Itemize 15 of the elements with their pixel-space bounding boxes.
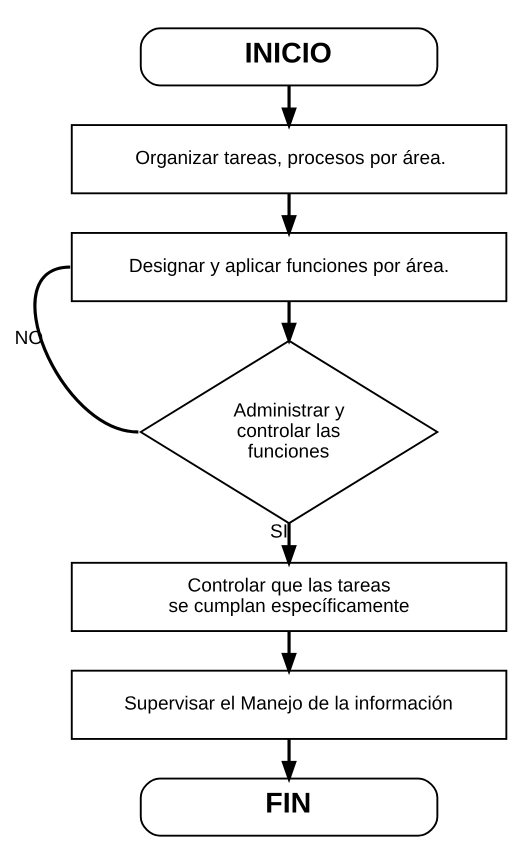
edge-label: SI: [270, 521, 288, 542]
arrow: [281, 630, 297, 675]
node-diamond: Administrar y controlar las funciones: [138, 339, 440, 524]
node-box: Controlar que las tareas se cumplan específicamente: [70, 561, 508, 632]
arrow: [281, 85, 297, 130]
node-box: INICIO: [140, 26, 438, 86]
node-box: Designar y aplicar funciones por área.: [70, 232, 508, 302]
arrow: [281, 192, 297, 237]
node-box: Supervisar el Manejo de la información: [70, 669, 508, 740]
node-box: Organizar tareas, procesos por área.: [70, 124, 508, 194]
arrow: [281, 522, 297, 567]
arrow: [281, 738, 297, 783]
node-box: FIN: [140, 777, 438, 836]
connector: [34, 265, 139, 434]
arrow: [281, 300, 297, 344]
